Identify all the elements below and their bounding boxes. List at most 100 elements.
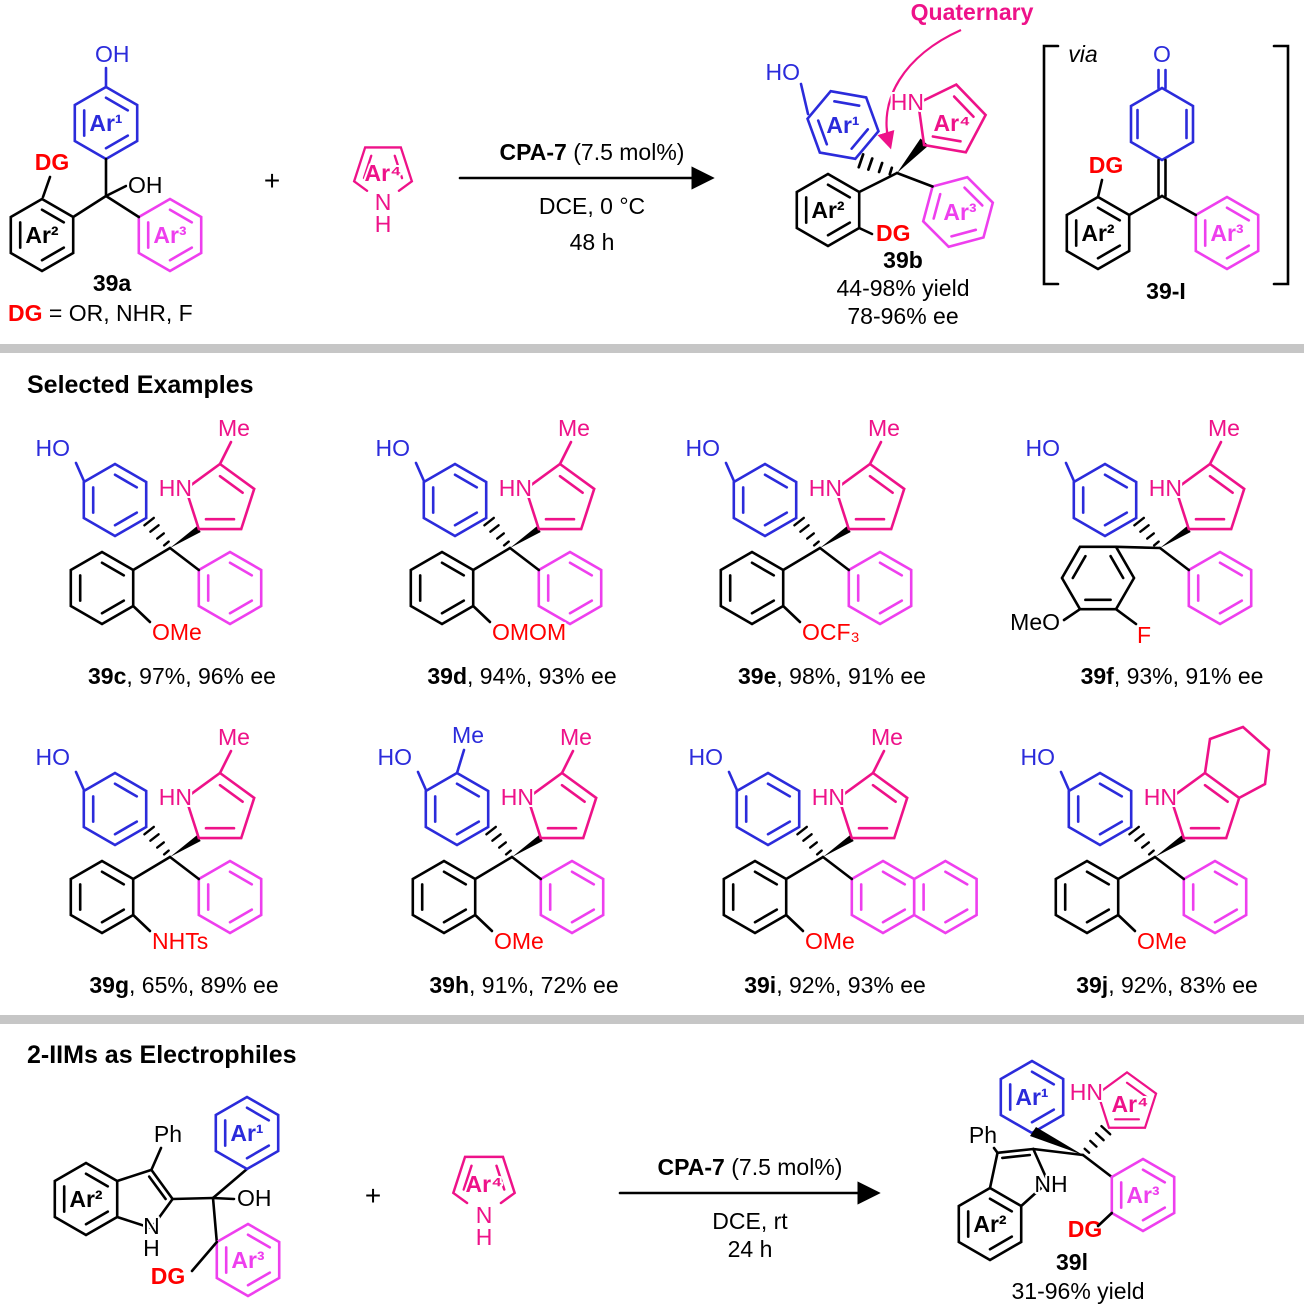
solvent-temp: DCE, rt <box>712 1208 788 1234</box>
example-39j-structure: HO HN OMe <box>1019 725 1271 956</box>
bond <box>211 1196 219 1244</box>
bond <box>895 171 934 188</box>
hn-label: HN <box>1149 475 1182 501</box>
substituent-label: OMOM <box>492 619 566 645</box>
nitrogen-label: N <box>375 189 392 215</box>
hashed-bond <box>1080 1123 1114 1155</box>
plus-sign: + <box>365 1180 381 1211</box>
indole-pyrrole-ring <box>988 1147 1050 1208</box>
example-result: 39d, 94%, 93% ee <box>427 663 616 689</box>
scheme2-product-39l: Ar¹ HN Ar⁴ Ar² NH Ph Ar³ DG 39l 31-96% y… <box>957 1059 1176 1306</box>
scheme1-pyrrole-nucleophile: Ar⁴ N H <box>352 146 414 239</box>
methyl-bond <box>1208 440 1223 466</box>
ar3-label: Ar³ <box>153 222 187 248</box>
ar2-label: Ar² <box>811 197 845 223</box>
methyl-bond <box>868 440 883 466</box>
plus-sign: + <box>264 165 280 196</box>
example-result: 39f, 93%, 91% ee <box>1081 663 1264 689</box>
bond <box>1114 545 1162 550</box>
bond <box>1160 194 1198 217</box>
ar1-label: Ar¹ <box>1015 1084 1048 1110</box>
hn-label: HN <box>159 475 192 501</box>
phenyl-label: Ph <box>969 1122 997 1148</box>
example-result: 39j, 92%, 83% ee <box>1076 972 1258 998</box>
right-bracket <box>1272 44 1290 286</box>
compound-label: 39a <box>93 270 132 296</box>
substituent-label: OCF₃ <box>802 619 860 645</box>
bond <box>190 1240 219 1273</box>
ho-label: HO <box>376 435 411 461</box>
scheme2-pyrrole-nucleophile: Ar⁴ N H <box>452 1155 516 1252</box>
example-39e-structure: HO HN Me OCF₃ <box>684 413 912 647</box>
substituent-label: OMe <box>805 928 855 954</box>
methyl-label: Me <box>871 724 903 750</box>
bond <box>799 82 810 116</box>
methyl-label: Me <box>560 724 592 750</box>
methyl-label: Me <box>218 415 250 441</box>
phenyl-label: Ph <box>154 1121 182 1147</box>
example-result: 39c, 97%, 96% ee <box>88 663 276 689</box>
reaction-time: 24 h <box>728 1236 773 1262</box>
example-result: 39g, 65%, 89% ee <box>89 972 278 998</box>
ee-text: 78-96% ee <box>847 303 958 329</box>
nh-hydrogen-label: H <box>375 211 392 237</box>
annotation-curved-arrow <box>877 28 962 150</box>
bond <box>211 1167 249 1200</box>
nh-hydrogen-label: H <box>143 1235 160 1261</box>
yield-text: 44-98% yield <box>837 275 970 301</box>
example-result: 39e, 98%, 91% ee <box>738 663 926 689</box>
ho-label: HO <box>378 744 413 770</box>
divider-bar-bottom <box>0 1015 1304 1024</box>
hn-label: HN <box>891 89 924 115</box>
compound-label: 39b <box>883 247 923 273</box>
ar2-ring <box>1051 529 1145 627</box>
ar1-label: Ar¹ <box>89 110 122 136</box>
ar3-label: Ar³ <box>943 199 977 225</box>
ho-label: HO <box>36 744 71 770</box>
indole-pyrrole-ring <box>115 1168 174 1230</box>
reaction-time: 48 h <box>570 229 615 255</box>
methyl-bond <box>218 749 233 775</box>
bond <box>857 171 899 194</box>
nh-hydrogen-label: H <box>476 1224 493 1250</box>
bond <box>104 194 141 219</box>
hydroxyl-label: OH <box>95 41 130 67</box>
substituent-label: OMe <box>1137 928 1187 954</box>
compound-label: 39-I <box>1146 278 1186 304</box>
ar1-label: Ar¹ <box>826 112 859 138</box>
methyl-bond <box>558 440 573 466</box>
dg-label: DG <box>151 1263 186 1289</box>
example-39h-structure: HO Me HN Me OMe <box>376 720 604 956</box>
scheme2-header: 2-IIMs as Electrophiles <box>27 1041 297 1069</box>
hn-label: HN <box>809 475 842 501</box>
examples-header: Selected Examples <box>27 371 254 399</box>
divider-bar-top <box>0 344 1304 353</box>
hn-label: HN <box>499 475 532 501</box>
methyl-label: Me <box>218 724 250 750</box>
hn-label: HN <box>501 784 534 810</box>
bond <box>71 194 108 219</box>
bond <box>1096 1211 1114 1228</box>
example-39c-structure: HO HN Me OMe <box>34 413 262 647</box>
scheme2-reaction-arrow: CPA-7 (7.5 mol%) DCE, rt 24 h <box>618 1152 881 1264</box>
example-result: 39i, 92%, 93% ee <box>744 972 926 998</box>
methyl-bond <box>560 749 575 775</box>
hydroxyl-label: OH <box>237 1185 272 1211</box>
bond <box>1081 1153 1114 1179</box>
bond <box>171 1196 215 1201</box>
hydroxyl-label: OH <box>128 172 163 198</box>
substituent-bond <box>1114 607 1138 626</box>
bond <box>104 184 128 198</box>
wedge-bond <box>1030 1127 1083 1155</box>
ar1-label: Ar¹ <box>230 1120 263 1146</box>
ho-label: HO <box>36 435 71 461</box>
bond <box>992 1146 999 1155</box>
hn-label: HN <box>1070 1079 1103 1105</box>
yield-text: 31-96% yield <box>1012 1278 1145 1304</box>
wedge-bond <box>897 138 929 173</box>
methoxy-label: MeO <box>1010 609 1060 635</box>
hn-label: HN <box>1144 784 1177 810</box>
methyl-label: Me <box>1208 415 1240 441</box>
nitrogen-label: N <box>476 1202 493 1228</box>
